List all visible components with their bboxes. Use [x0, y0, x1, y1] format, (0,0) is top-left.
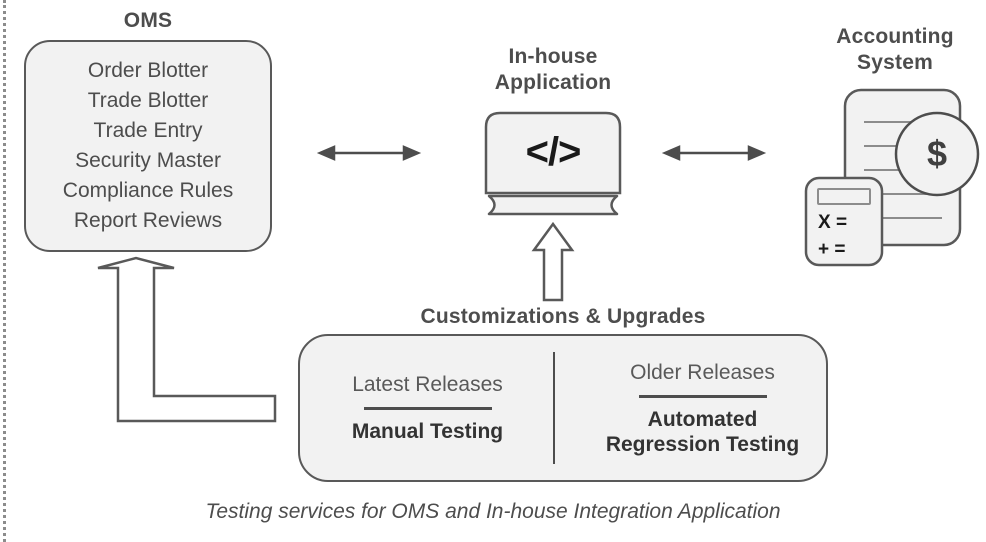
accounting-title-line2: System — [857, 51, 933, 74]
arrow-oms-inhouse — [316, 145, 422, 161]
customizations-column-latest[interactable]: Latest Releases Manual Testing — [300, 336, 555, 480]
oms-item-trade-blotter: Trade Blotter — [87, 89, 209, 112]
manual-testing-label: Manual Testing — [351, 420, 504, 443]
code-glyph-icon: </> — [525, 130, 582, 174]
oms-title: OMS — [123, 9, 173, 32]
calculator-row-1: X = — [818, 212, 848, 233]
arrow-inhouse-accounting — [661, 145, 767, 161]
older-divider-rule — [638, 394, 767, 398]
oms-item-trade-entry: Trade Entry — [93, 119, 203, 142]
monitor-stand-icon — [487, 194, 619, 216]
monitor-screen-icon[interactable] — [484, 111, 622, 195]
latest-releases-label: Latest Releases — [352, 373, 503, 396]
customizations-vertical-divider — [553, 352, 555, 464]
latest-divider-rule — [363, 407, 492, 410]
oms-item-order-blotter: Order Blotter — [87, 59, 209, 82]
older-releases-label: Older Releases — [630, 360, 775, 384]
customizations-panel[interactable]: Latest Releases Manual Testing Older Rel… — [298, 334, 828, 482]
diagram-caption: Testing services for OMS and In-house In… — [205, 500, 781, 523]
customizations-column-older[interactable]: Older Releases Automated Regression Test… — [575, 336, 830, 480]
oms-panel[interactable]: Order Blotter Trade Blotter Trade Entry … — [24, 40, 272, 252]
dollar-sign-label: $ — [926, 133, 948, 174]
left-dotted-rule — [3, 0, 6, 542]
customizations-title: Customizations & Upgrades — [420, 305, 706, 328]
calculator-display — [817, 188, 871, 205]
dollar-circle-icon[interactable] — [894, 111, 980, 197]
automated-testing-label-line2: Regression Testing — [605, 432, 800, 456]
oms-item-report-reviews: Report Reviews — [73, 209, 223, 232]
arrow-customizations-oms — [97, 256, 277, 423]
inhouse-title-line2: Application — [494, 71, 612, 94]
inhouse-title-line1: In-house — [508, 45, 598, 68]
calculator-row-2: + = — [818, 239, 846, 260]
oms-item-compliance-rules: Compliance Rules — [62, 179, 234, 202]
oms-item-security-master: Security Master — [75, 149, 221, 172]
arrow-customizations-inhouse — [531, 221, 575, 302]
accounting-title-line1: Accounting — [836, 25, 954, 48]
automated-testing-label-line1: Automated — [647, 407, 758, 431]
